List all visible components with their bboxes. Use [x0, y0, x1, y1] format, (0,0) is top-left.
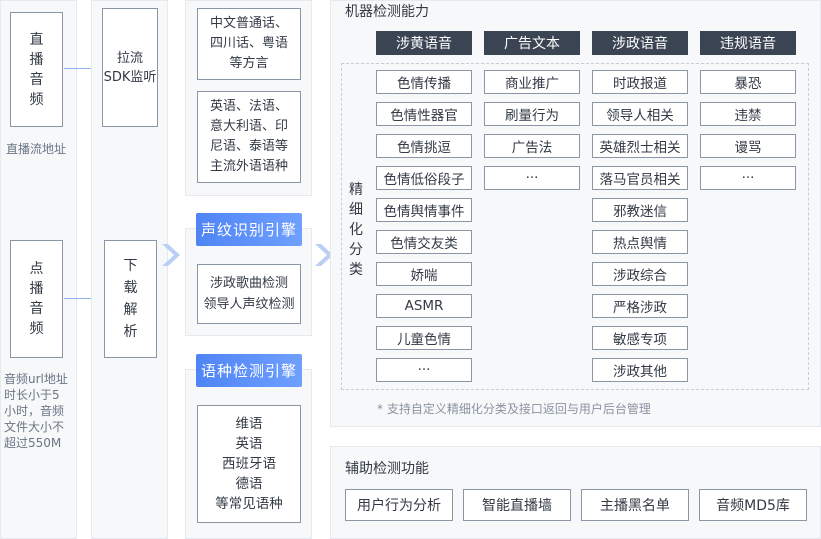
vod-audio-caption: 音频url地址 时长小于5 小时，音频 文件大小不 超过550M [4, 372, 68, 450]
tag-item: 敏感专项 [592, 326, 688, 350]
aux-live-wall-button: 智能直播墙 [463, 489, 571, 521]
category-header-porn: 涉黄语音 [376, 31, 472, 55]
machine-footnote: * 支持自定义精细化分类及接口返回与用户后台管理 [377, 402, 651, 416]
download-parse-box: 下 载 解 析 [104, 240, 157, 358]
tag-item: ··· [376, 358, 472, 382]
tag-item: 色情低俗段子 [376, 166, 472, 190]
download-parse-label: 下 载 解 析 [123, 258, 138, 340]
foreign-language-box: 英语、法语、 意大利语、印 尼语、泰语等 主流外语语种 [197, 91, 301, 183]
live-audio-label: 直 播 音 频 [29, 31, 44, 108]
pull-stream-box: 拉流 SDK监听 [102, 8, 158, 127]
aux-blacklist-button: 主播黑名单 [581, 489, 689, 521]
tag-item: 违禁 [700, 102, 796, 126]
tag-item: 商业推广 [484, 70, 580, 94]
category-header-violation: 违规语音 [700, 31, 796, 55]
aux-detection-title: 辅助检测功能 [345, 461, 429, 477]
tag-item: 热点舆情 [592, 230, 688, 254]
voiceprint-engine-title: 声纹识别引擎 [196, 213, 302, 246]
tag-item: 严格涉政 [592, 294, 688, 318]
tag-item: 谩骂 [700, 134, 796, 158]
live-audio-caption: 直播流地址 [6, 142, 67, 156]
langid-engine-title: 语种检测引擎 [196, 354, 302, 387]
tag-item: 涉政其他 [592, 358, 688, 382]
tag-item: 色情性器官 [376, 102, 472, 126]
tag-item: 时政报道 [592, 70, 688, 94]
fine-grained-side-label: 精 细 化 分 类 [349, 182, 363, 278]
langid-detail-box: 维语 英语 西班牙语 德语 等常见语种 [197, 405, 301, 523]
category-header-politics: 涉政语音 [592, 31, 688, 55]
vod-audio-label: 点 播 音 频 [29, 261, 44, 337]
tag-item: 领导人相关 [592, 102, 688, 126]
tag-item: 暴恐 [700, 70, 796, 94]
fine-grained-area [341, 63, 809, 390]
vod-audio-box: 点 播 音 频 [10, 240, 63, 358]
tag-item: 英雄烈士相关 [592, 134, 688, 158]
arrow-vod-to-download [64, 298, 94, 299]
tag-item: 刷量行为 [484, 102, 580, 126]
tag-item: 涉政综合 [592, 262, 688, 286]
voiceprint-detail-box: 涉政歌曲检测 领导人声纹检测 [197, 264, 301, 324]
tag-item: 色情交友类 [376, 230, 472, 254]
tag-item: 邪教迷信 [592, 198, 688, 222]
tag-item: 儿童色情 [376, 326, 472, 350]
tag-item: 落马官员相关 [592, 166, 688, 190]
tag-item: 色情舆情事件 [376, 198, 472, 222]
live-audio-box: 直 播 音 频 [10, 12, 63, 127]
chevron-right-icon [162, 244, 180, 266]
category-header-ad: 广告文本 [484, 31, 580, 55]
tag-item: ASMR [376, 294, 472, 318]
tag-item: ··· [484, 166, 580, 190]
chevron-right-icon [315, 244, 333, 266]
tag-item: ··· [700, 166, 796, 190]
tag-item: 色情传播 [376, 70, 472, 94]
aux-md5-library-button: 音频MD5库 [699, 489, 807, 521]
arrow-live-to-pull [64, 68, 94, 69]
dialect-box: 中文普通话、 四川话、粤语 等方言 [197, 8, 301, 80]
tag-item: 色情挑逗 [376, 134, 472, 158]
tag-item: 娇喘 [376, 262, 472, 286]
machine-detection-title: 机器检测能力 [345, 4, 429, 20]
aux-user-behavior-button: 用户行为分析 [345, 489, 453, 521]
tag-item: 广告法 [484, 134, 580, 158]
